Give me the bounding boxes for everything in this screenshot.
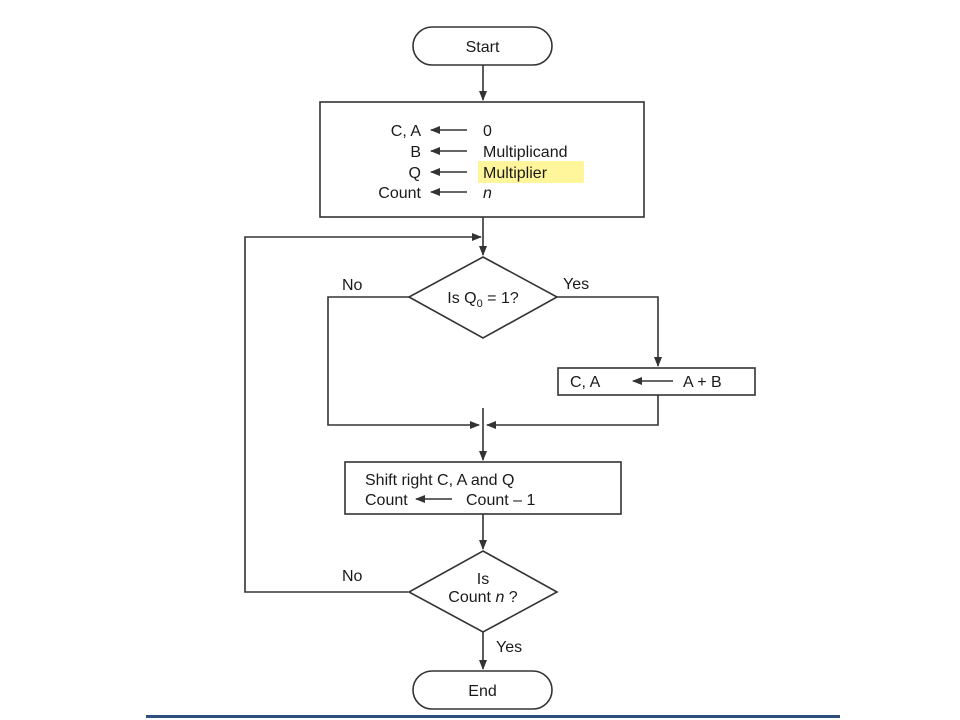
decision1-diamond — [407, 256, 559, 339]
decision1-text-pre: Is Q — [447, 290, 476, 307]
decision1-text: Is Q0 = 1? — [447, 290, 519, 310]
init-row-4-left: Count — [378, 185, 421, 202]
decision2-line-2-italic: n — [495, 589, 504, 606]
shift-line-1: Shift right C, A and Q — [365, 472, 514, 489]
init-row-4-right: n — [483, 185, 492, 202]
decision2-no-label: No — [342, 568, 363, 585]
add-box-left: C, A — [570, 374, 601, 391]
yes-path-connector — [557, 296, 662, 367]
multiplier-highlight — [478, 161, 584, 183]
decision2-line-1: Is — [477, 571, 489, 588]
decision1-subscript: 0 — [477, 298, 483, 310]
end-label: End — [468, 683, 496, 700]
add-box-right: A + B — [683, 374, 722, 391]
init-row-3-right: Multiplier — [483, 165, 548, 182]
shift-box — [344, 461, 622, 515]
decision2-line-2: Count n ? — [448, 589, 517, 606]
decision2-line-2-post: ? — [504, 589, 517, 606]
shift-line-2-left: Count — [365, 492, 408, 509]
decision1-no-label: No — [342, 277, 363, 294]
loop-back-connector — [244, 233, 482, 593]
decision1-yes-label: Yes — [563, 276, 589, 293]
decision2-line-2-pre: Count — [448, 589, 495, 606]
init-row-1-left: C, A — [391, 123, 422, 140]
init-row-3-left: Q — [409, 165, 421, 182]
no-path-connector — [327, 296, 480, 429]
start-label: Start — [466, 39, 500, 56]
bottom-rule — [146, 715, 840, 718]
init-row-1-right: 0 — [483, 123, 492, 140]
end-terminal — [412, 670, 553, 710]
shift-line-2-right: Count – 1 — [466, 492, 535, 509]
add-to-merge-connector — [486, 395, 659, 429]
init-row-2-left: B — [410, 144, 421, 161]
init-row-2-right: Multiplicand — [483, 144, 567, 161]
init-box — [319, 101, 645, 218]
decision2-yes-label: Yes — [496, 639, 522, 656]
decision1-text-post: = 1? — [483, 290, 519, 307]
